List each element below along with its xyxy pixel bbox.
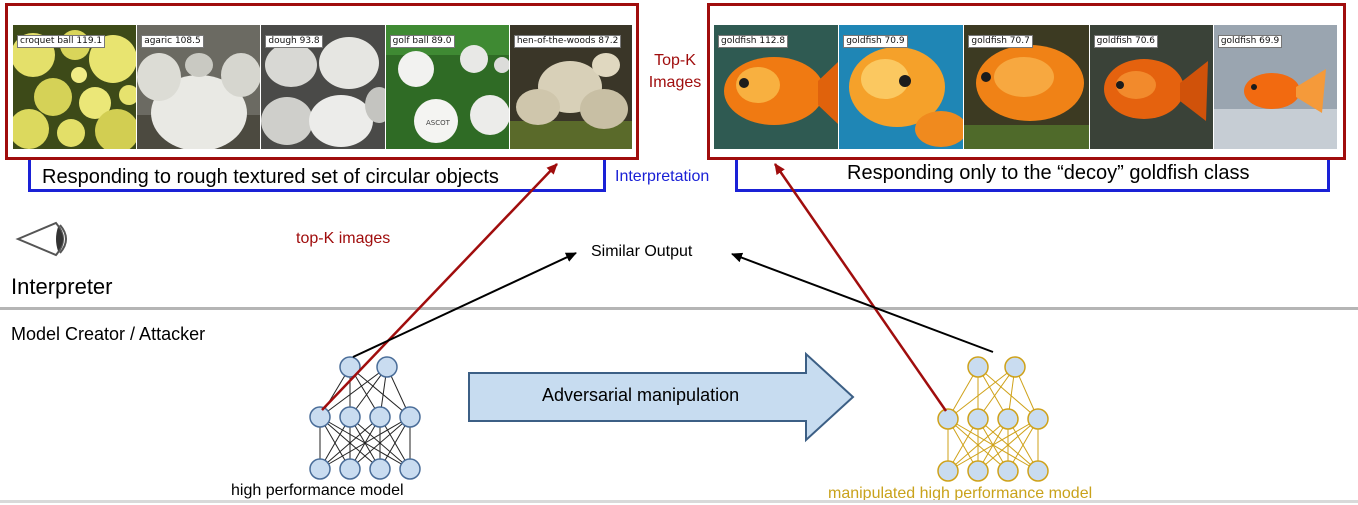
dough-image — [261, 25, 385, 149]
right-model-label: manipulated high performance model — [828, 485, 1093, 502]
adversarial-arrow — [468, 351, 855, 443]
interpreter-label: Interpreter — [11, 274, 113, 299]
image-label: goldfish 70.9 — [843, 35, 908, 48]
svg-text:ASCOT: ASCOT — [426, 119, 451, 127]
top-k-images-arrow-label: top-K images — [296, 230, 391, 247]
image-tile-agaric: agaric 108.5 — [137, 25, 262, 149]
image-tile-goldfish-5: goldfish 69.9 — [1213, 25, 1338, 149]
image-label: hen-of-the-woods 87.2 — [513, 35, 622, 48]
image-tile-goldfish-2: goldfish 70.9 — [839, 25, 965, 149]
left-network — [309, 356, 421, 480]
model-creator-label: Model Creator / Attacker — [11, 324, 206, 344]
image-label: dough 93.8 — [265, 35, 323, 48]
eye-icon — [15, 221, 67, 257]
image-tile-croquet-ball: croquet ball 119.1 — [13, 25, 138, 149]
top-k-images-label: Top-K Images — [648, 52, 702, 91]
left-topk-arrow — [321, 163, 558, 411]
right-network — [937, 356, 1049, 482]
bottom-border — [0, 500, 1358, 503]
image-tile-hen-of-the-woods: hen-of-the-woods 87.2 — [509, 25, 633, 149]
image-label: golf ball 89.0 — [389, 35, 455, 48]
left-interpretation-bracket — [28, 155, 606, 192]
image-label: goldfish 69.9 — [1217, 35, 1283, 48]
left-image-strip: croquet ball 119.1 agaric 108.5 dough 93… — [13, 25, 633, 149]
right-network-edges — [947, 366, 1039, 472]
image-tile-goldfish-3: goldfish 70.7 — [964, 25, 1090, 149]
image-tile-goldfish-4: goldfish 70.6 — [1089, 25, 1214, 149]
left-network-edges — [319, 366, 411, 470]
image-label: croquet ball 119.1 — [17, 35, 106, 48]
image-tile-goldfish-1: goldfish 112.8 — [714, 25, 840, 149]
agaric-image — [137, 25, 261, 149]
left-output-arrow — [352, 252, 577, 358]
right-topk-arrow — [773, 163, 948, 412]
image-tile-dough: dough 93.8 — [261, 25, 386, 149]
left-network-nodes — [309, 356, 421, 480]
right-interpretation-bracket — [735, 155, 1330, 192]
similar-output-label: Similar Output — [591, 243, 693, 260]
image-label: goldfish 70.6 — [1093, 35, 1159, 48]
right-interpretation-caption: Responding only to the “decoy” goldfish … — [847, 162, 1250, 184]
image-label: goldfish 70.7 — [968, 35, 1033, 48]
right-image-strip: goldfish 112.8 goldfish 70.9 goldfish 70… — [714, 25, 1338, 149]
right-output-arrow — [731, 252, 994, 353]
image-label: agaric 108.5 — [141, 35, 204, 48]
left-interpretation-caption: Responding to rough textured set of circ… — [42, 166, 499, 188]
left-model-label: high performance model — [231, 482, 404, 499]
right-network-nodes — [937, 356, 1049, 482]
adversarial-manipulation-label: Adversarial manipulation — [542, 385, 740, 405]
section-divider — [0, 307, 1358, 310]
image-tile-golf-ball: ASCOT golf ball 89.0 — [385, 25, 510, 149]
image-label: goldfish 112.8 — [718, 35, 789, 48]
interpretation-label: Interpretation — [615, 168, 710, 185]
